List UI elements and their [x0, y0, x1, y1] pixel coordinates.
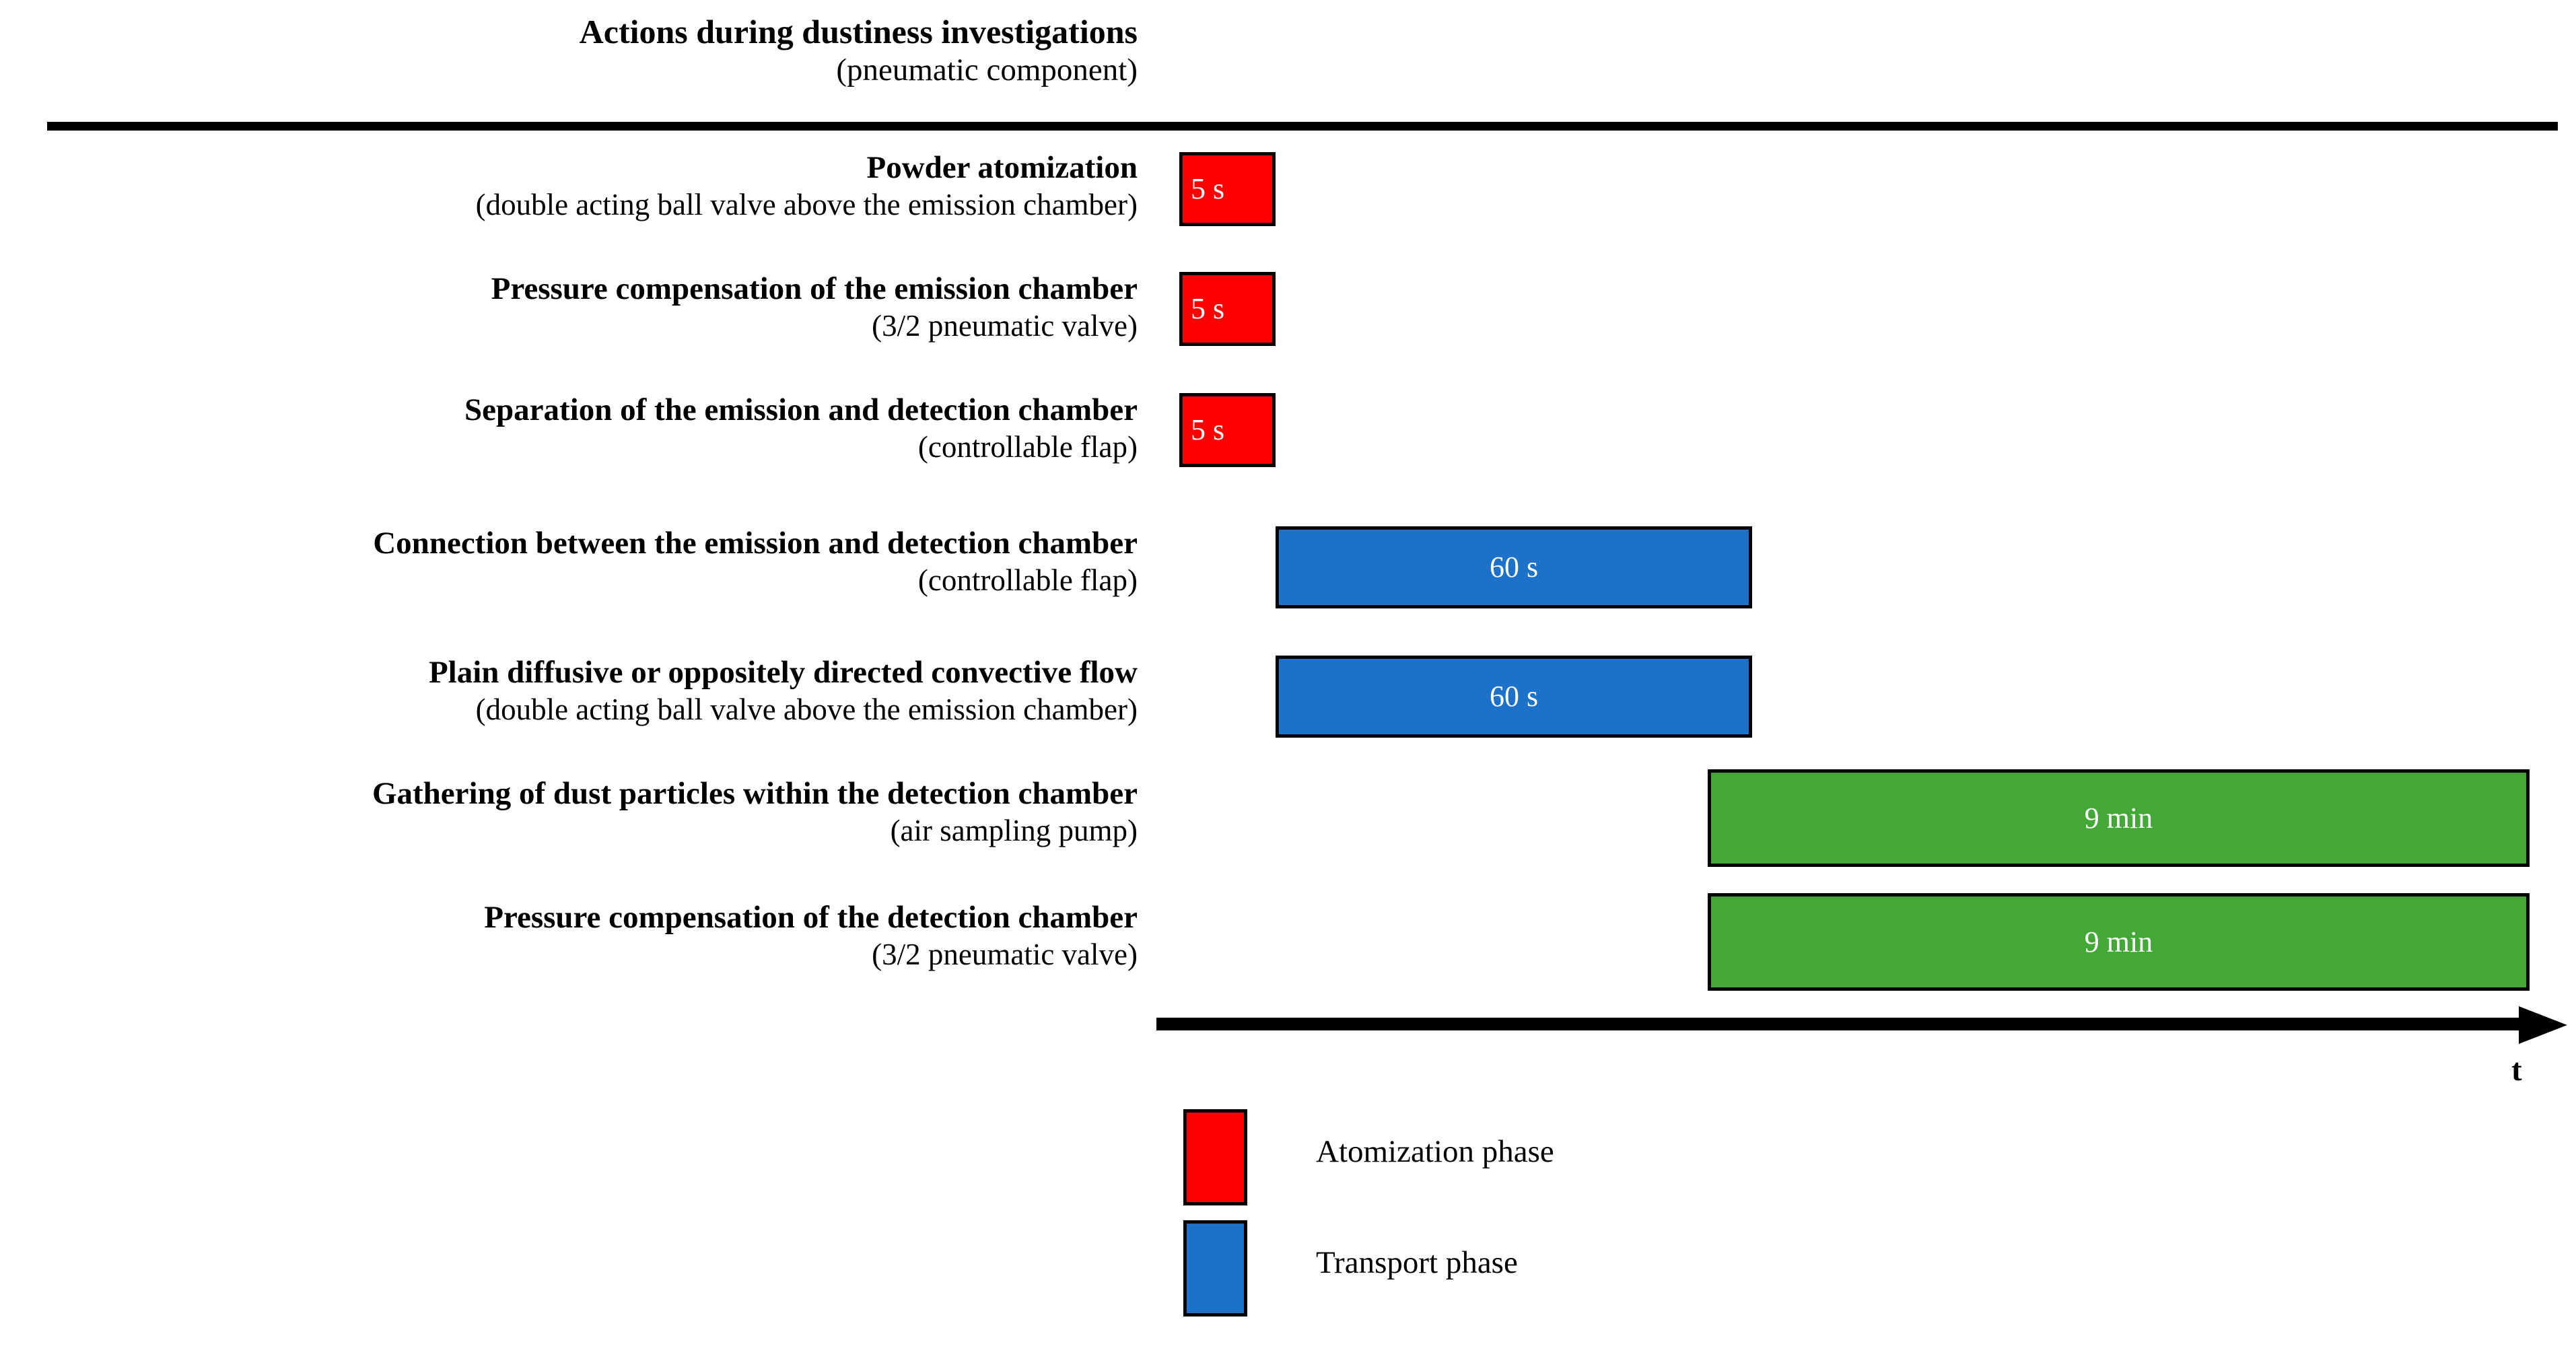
timeline-row-label-main: Gathering of dust particles within the d… [372, 776, 1138, 811]
legend-swatch [1183, 1109, 1247, 1205]
time-axis-shaft [1156, 1018, 2523, 1030]
chart-title: Actions during dustiness investigations … [0, 12, 1138, 89]
legend-item[interactable]: Transport phase [1183, 1220, 2260, 1331]
timeline-row-label-component: (controllable flap) [917, 430, 1138, 464]
arrow-head-icon [2519, 1006, 2567, 1044]
timeline-bar[interactable]: 5 s [1179, 272, 1276, 346]
timeline-row-label: Pressure compensation of the detection c… [0, 899, 1138, 973]
timeline-row-label-component: (3/2 pneumatic valve) [872, 309, 1138, 343]
timeline-row-label-main: Connection between the emission and dete… [373, 526, 1138, 561]
chart-title-main: Actions during dustiness investigations [579, 13, 1138, 50]
timeline-row-label: Separation of the emission and detection… [0, 391, 1138, 465]
time-axis-label: t [2511, 1053, 2522, 1088]
time-axis-arrow [1156, 1006, 2570, 1044]
timeline-row-label-main: Plain diffusive or oppositely directed c… [428, 655, 1138, 690]
chart-title-subtitle: (pneumatic component) [836, 52, 1138, 87]
timeline-row-label: Powder atomization(double acting ball va… [0, 149, 1138, 223]
timeline-row-label: Connection between the emission and dete… [0, 524, 1138, 598]
legend-item[interactable]: Atomization phase [1183, 1109, 2260, 1220]
timeline-row-label-component: (controllable flap) [917, 563, 1138, 598]
timeline-row-label: Plain diffusive or oppositely directed c… [0, 654, 1138, 728]
timeline-row-label-component: (double acting ball valve above the emis… [475, 693, 1138, 727]
timeline-bar[interactable]: 5 s [1179, 393, 1276, 467]
timeline-row-label: Pressure compensation of the emission ch… [0, 270, 1138, 344]
legend-label: Atomization phase [1316, 1134, 1554, 1169]
timeline-row-label: Gathering of dust particles within the d… [0, 775, 1138, 849]
timeline-row-label-main: Pressure compensation of the emission ch… [491, 271, 1138, 306]
timeline-bar[interactable]: 60 s [1276, 526, 1752, 608]
timeline-bar[interactable]: 9 min [1708, 893, 2530, 991]
legend-label: Transport phase [1316, 1245, 1518, 1280]
timeline-bar[interactable]: 5 s [1179, 152, 1276, 226]
timeline-row-label-component: (3/2 pneumatic valve) [872, 938, 1138, 972]
header-divider [47, 122, 2558, 131]
timeline-row-label-component: (double acting ball valve above the emis… [475, 188, 1138, 222]
legend-swatch [1183, 1220, 1247, 1317]
timeline-bar[interactable]: 60 s [1276, 656, 1752, 738]
timeline-row-label-component: (air sampling pump) [890, 814, 1138, 848]
timeline-row-label-main: Separation of the emission and detection… [464, 392, 1138, 427]
timeline-row-label-main: Pressure compensation of the detection c… [484, 900, 1138, 935]
timeline-bar[interactable]: 9 min [1708, 769, 2530, 867]
timeline-row-label-main: Powder atomization [866, 150, 1138, 185]
